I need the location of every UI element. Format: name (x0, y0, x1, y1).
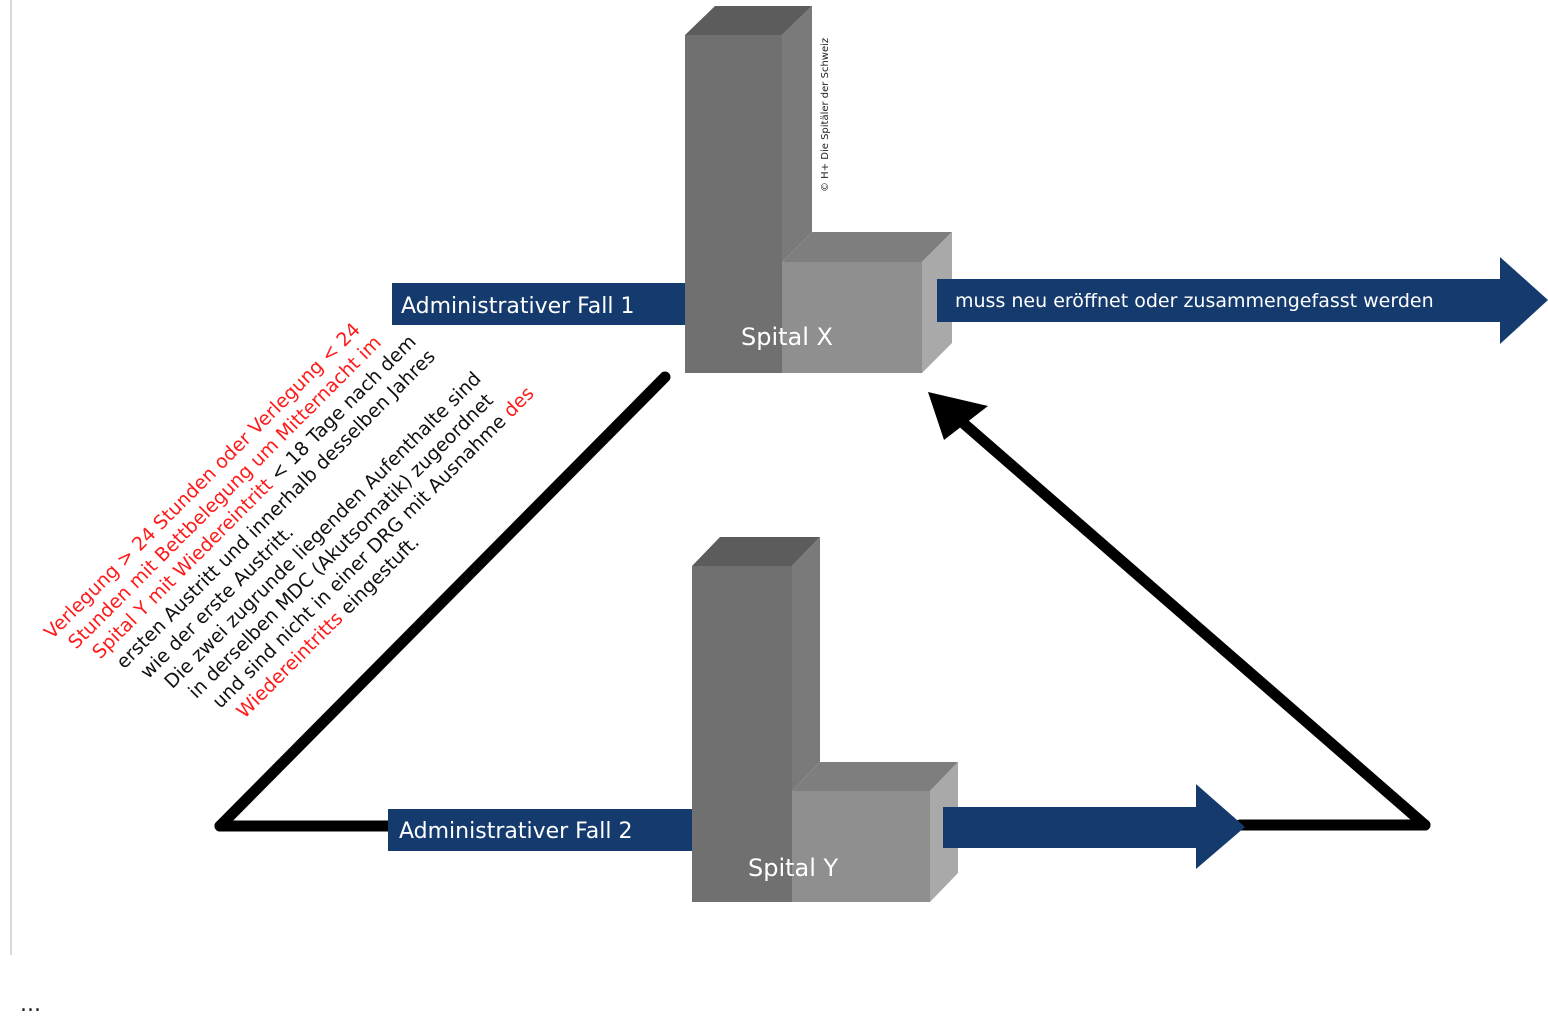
spital-y-label: Spital Y (748, 854, 839, 882)
tower-y-front-face (692, 566, 792, 902)
case-1-label: Administrativer Fall 1 (401, 294, 635, 319)
case-2-box (388, 809, 692, 851)
outcome-arrow-head (1500, 257, 1548, 344)
outcome-arrow-shaft (937, 279, 1500, 322)
outcome-label: muss neu eröffnet oder zusammengefasst w… (955, 290, 1434, 312)
line-return-diagonal (956, 416, 1431, 831)
case-1-box (392, 283, 685, 325)
spital-y-building: Spital Y (692, 537, 958, 902)
outcome-arrow: muss neu eröffnet oder zusammengefasst w… (937, 257, 1548, 344)
block-y-front-face (792, 791, 930, 902)
hospital-transfer-diagram: Spital X © H+ Die Spitäler der Schweiz S… (40, 6, 1548, 902)
y-arrow-head (1196, 784, 1245, 869)
block-x-top-face (782, 232, 952, 262)
case-1-label-group: Administrativer Fall 1 (392, 283, 685, 325)
continuation-ellipsis: ... (20, 992, 41, 1017)
spital-x-building: Spital X (685, 6, 952, 373)
spital-x-label: Spital X (741, 323, 833, 351)
block-y-top-face (792, 762, 958, 791)
case-2-label-group: Administrativer Fall 2 (388, 809, 692, 851)
rule-text-block: Verlegung > 24 Stunden oder Verlegung < … (40, 319, 539, 723)
return-arrow-head (928, 392, 988, 440)
y-arrow-shaft (943, 807, 1196, 848)
page-left-border (10, 0, 12, 955)
black-connector-lines (214, 371, 1431, 832)
copyright-text: © H+ Die Spitäler der Schweiz (820, 38, 831, 192)
spital-y-out-arrow (943, 784, 1245, 869)
case-2-label: Administrativer Fall 2 (399, 819, 633, 844)
tower-y-top-face (692, 537, 820, 566)
tower-y-side-face (792, 537, 820, 791)
tower-x-front-face (685, 35, 782, 373)
block-x-front-face (782, 262, 922, 373)
tower-x-top-face (685, 6, 812, 35)
tower-x-side-face (782, 6, 812, 262)
line-spital-x-down-left (214, 371, 671, 832)
